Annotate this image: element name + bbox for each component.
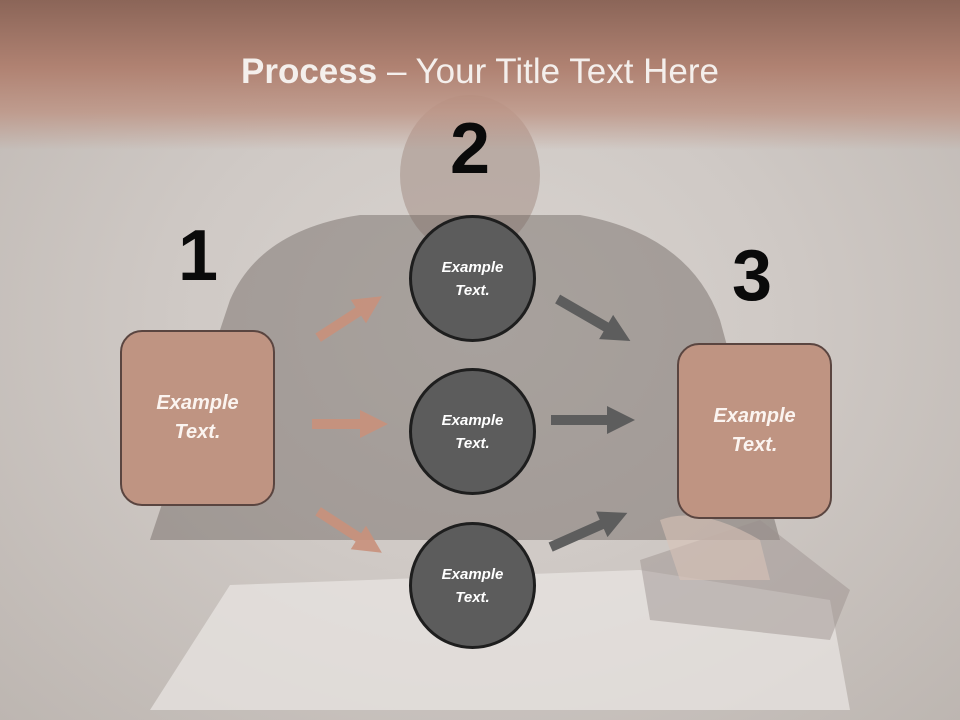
step-number-1: 1 bbox=[178, 216, 219, 296]
left-box-line1: Example bbox=[156, 392, 239, 414]
right-box-line1: Example bbox=[713, 405, 796, 427]
title-band bbox=[0, 0, 960, 150]
title-rest: – Your Title Text Here bbox=[377, 52, 719, 91]
arrow-up-right-right bbox=[548, 511, 628, 552]
arrow-down-right-right bbox=[555, 294, 631, 341]
circle-bottom-line2: Text. bbox=[455, 588, 490, 606]
arrow-up-right-left bbox=[315, 296, 382, 342]
step-number-3: 3 bbox=[732, 236, 773, 316]
right-box-line2: Text. bbox=[731, 434, 778, 456]
circle-top-line2: Text. bbox=[455, 281, 490, 299]
circle-bottom-line1: Example bbox=[441, 565, 504, 583]
slide-title: Process – Your Title Text Here bbox=[0, 52, 960, 92]
circle-top-line1: Example bbox=[441, 258, 504, 276]
circle-middle-line1: Example bbox=[441, 411, 504, 429]
arrow-down-right-left bbox=[315, 507, 382, 553]
step-number-2: 2 bbox=[450, 109, 491, 189]
circle-middle-line2: Text. bbox=[455, 434, 490, 452]
arrow-right-left bbox=[312, 410, 388, 438]
left-box-line2: Text. bbox=[174, 421, 221, 443]
arrow-right-right bbox=[551, 406, 635, 434]
title-bold: Process bbox=[241, 52, 378, 91]
